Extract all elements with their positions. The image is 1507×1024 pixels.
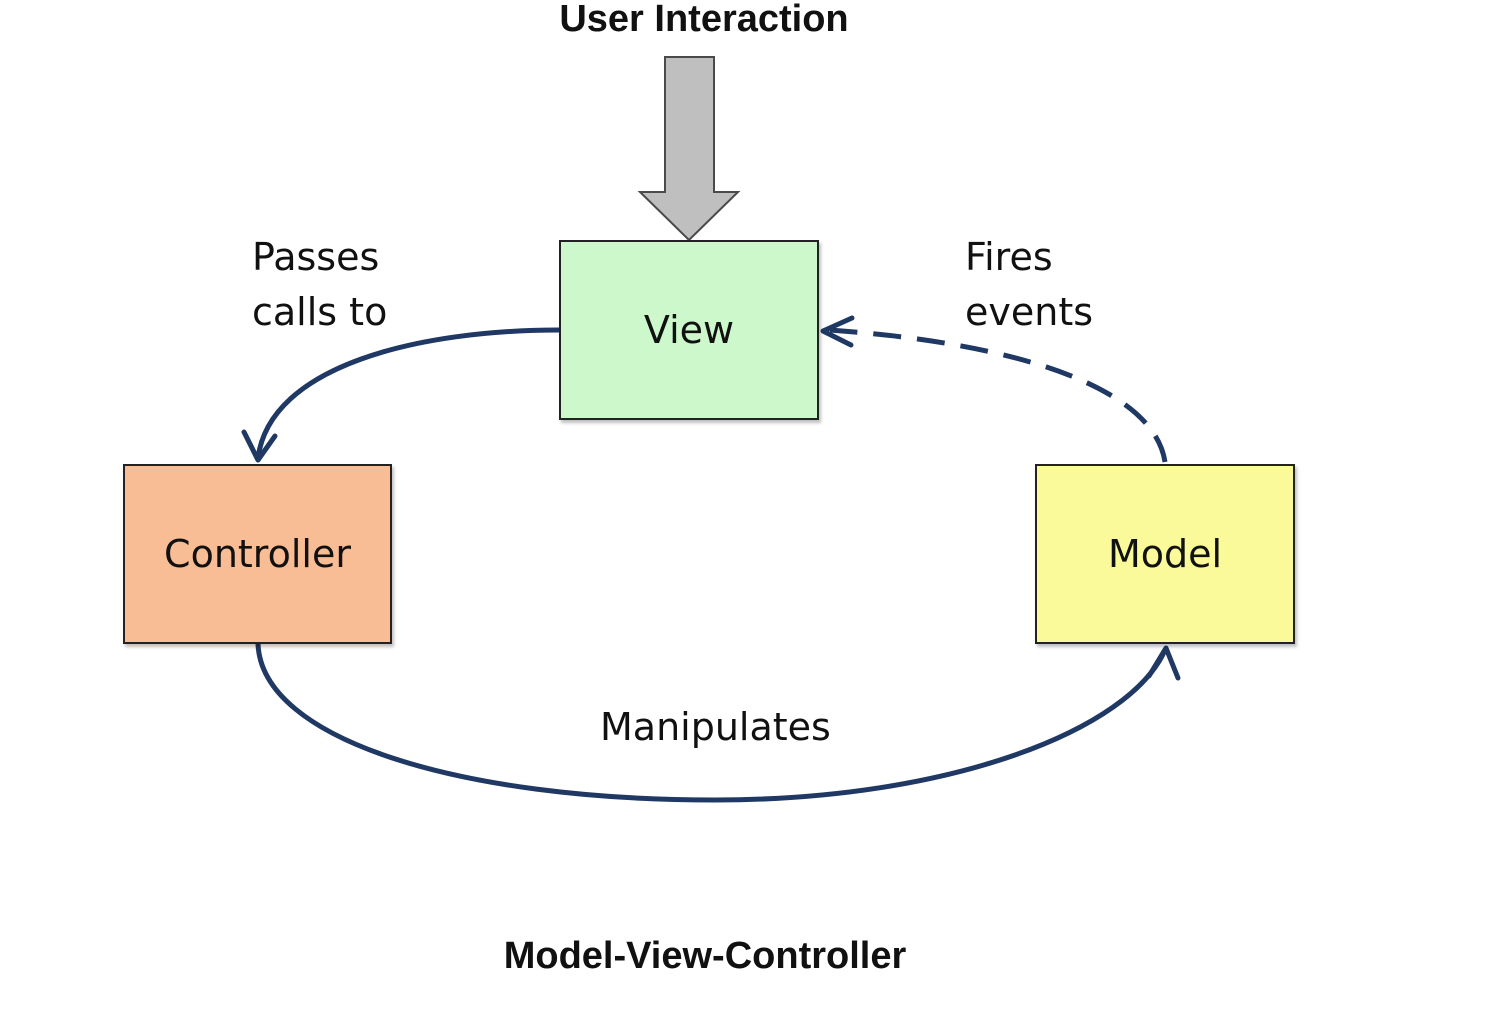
manipulates-arrowhead	[1146, 645, 1181, 681]
manipulates-label: Manipulates	[600, 705, 831, 749]
controller-box: Controller	[123, 464, 392, 644]
view-box: View	[559, 240, 819, 420]
view-label: View	[643, 308, 735, 352]
model-box: Model	[1035, 464, 1295, 644]
controller-label: Controller	[164, 532, 351, 576]
user-interaction-title: User Interaction	[559, 0, 849, 40]
passes-calls-arrow-line	[255, 327, 562, 461]
passes-calls-arrowhead	[241, 429, 278, 463]
diagram-title: Model-View-Controller	[503, 935, 907, 977]
fires-events-arrowhead	[820, 315, 855, 348]
fires-events-label: Fires events	[965, 230, 1093, 340]
passes-calls-label: Passes calls to	[252, 230, 387, 340]
manipulates-arrow-line	[255, 641, 1168, 803]
passes-calls-line2: calls to	[252, 290, 388, 334]
model-label: Model	[1107, 532, 1223, 576]
passes-calls-line1: Passes	[252, 235, 380, 279]
fires-events-arrow-line	[829, 327, 1168, 463]
fires-events-line1: Fires	[965, 235, 1053, 279]
fires-events-line2: events	[965, 290, 1094, 334]
user-interaction-arrow	[637, 56, 741, 242]
